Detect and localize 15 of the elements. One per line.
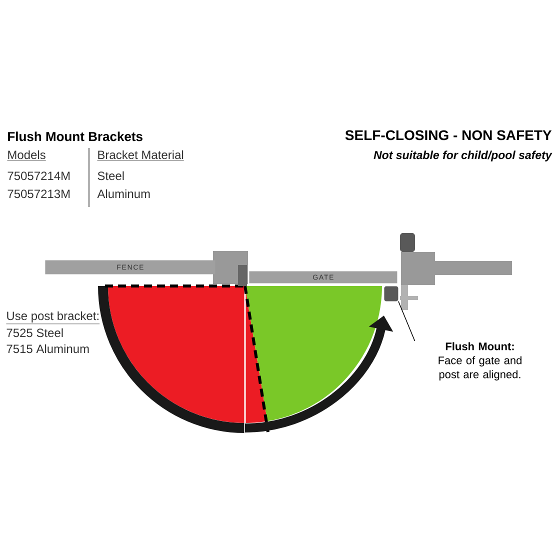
table-cell: 75057213M [8, 190, 70, 198]
leader-line [398, 301, 416, 342]
note-text: 7515 Aluminum [6, 344, 89, 354]
warning-text: Not suitable for child/pool safety [374, 150, 552, 162]
table-cell: Steel [98, 171, 124, 180]
note-text: 7525 Steel [6, 328, 63, 338]
table-header: Bracket Material [97, 150, 184, 161]
heading: SELF-CLOSING - NON SAFETY [345, 130, 552, 140]
bracket [384, 286, 398, 302]
note-text: Use post bracket: [6, 311, 100, 324]
table-header: Models [7, 150, 46, 161]
table-cell: 75057214M [8, 172, 70, 180]
heading: Flush Mount Brackets [8, 132, 142, 142]
callout-text: Flush Mount: Face of gate and post are aligned. [438, 342, 522, 380]
table-cell: Aluminum [97, 189, 150, 198]
